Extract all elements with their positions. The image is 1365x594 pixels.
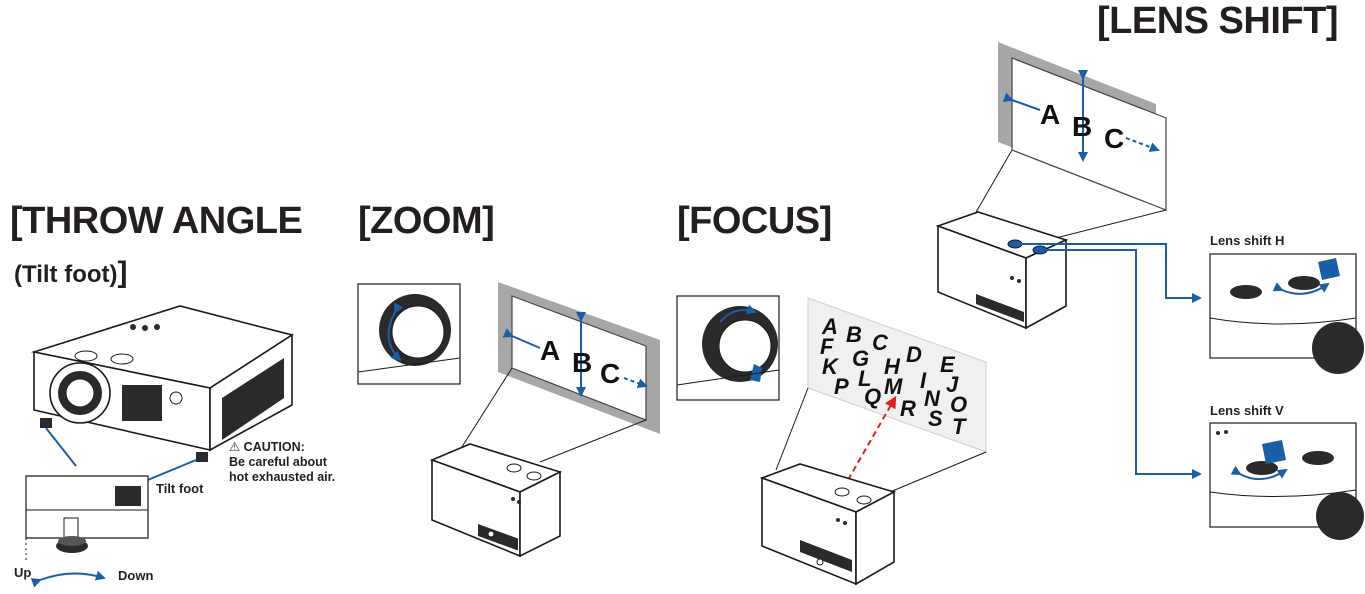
up-down-arrow-icon <box>30 570 106 588</box>
zoom-screen-letter-a: A <box>540 335 560 366</box>
caution-line-1: ⚠ CAUTION: <box>229 440 305 454</box>
caution-note: ⚠ CAUTION: Be careful about hot exhauste… <box>229 440 335 485</box>
focus-title: [FOCUS] <box>677 200 832 242</box>
lens-shift-letter-a: A <box>1040 99 1060 130</box>
lens-shift-h-closeup <box>1209 253 1364 374</box>
caution-line-3: hot exhausted air. <box>229 470 336 484</box>
focus-letter-t: T <box>952 414 967 439</box>
focus-lens-closeup <box>676 295 780 401</box>
focus-chart-letters: A B C D E F G H I J K L M N O P Q R S T <box>820 314 967 439</box>
tilt-foot-label: Tilt foot <box>156 481 204 496</box>
lens-shift-letter-c: C <box>1104 123 1124 154</box>
lens-shift-v-closeup <box>1209 422 1364 540</box>
focus-letter-n: N <box>924 386 941 411</box>
projector-large-illustration <box>30 305 294 462</box>
focus-letter-o: O <box>950 392 967 417</box>
up-label: Up <box>14 565 32 580</box>
focus-letter-j: J <box>946 372 959 397</box>
down-label: Down <box>118 568 154 583</box>
focus-letter-r: R <box>900 396 916 421</box>
zoom-lens-closeup <box>357 283 461 385</box>
focus-letter-f: F <box>820 334 834 359</box>
focus-letter-l: L <box>858 366 871 391</box>
focus-letter-m: M <box>884 374 903 399</box>
focus-letter-g: G <box>852 346 869 371</box>
lens-shift-letter-b: B <box>1072 111 1092 142</box>
focus-letter-c: C <box>872 330 889 355</box>
tilt-foot-paren: (Tilt foot) <box>14 261 118 288</box>
zoom-title: [ZOOM] <box>358 200 495 242</box>
lens-shift-h-label: Lens shift H <box>1210 233 1285 248</box>
tilt-foot-subtitle: (Tilt foot)] <box>14 256 127 290</box>
projector-focus-illustration <box>759 463 897 586</box>
projector-zoom-illustration <box>429 443 563 558</box>
focus-red-arrow <box>847 395 897 481</box>
zoom-left-arrow <box>502 328 541 349</box>
throw-angle-close-bracket: ] <box>117 256 128 289</box>
focus-letter-a: A <box>821 314 838 339</box>
tilt-foot-closeup <box>25 475 149 560</box>
lens-shift-title: [LENS SHIFT] <box>1097 0 1338 42</box>
zoom-right-arrow <box>623 377 648 388</box>
projector-lens-shift-illustration <box>935 211 1069 330</box>
lens-shift-h-connector <box>1015 243 1202 303</box>
caution-line-2: Be careful about <box>229 455 327 469</box>
tilt-foot-callout-line <box>45 427 77 467</box>
zoom-screen-letter-c: C <box>600 358 620 389</box>
zoom-screen-letter-b: B <box>572 347 592 378</box>
focus-letter-s: S <box>928 406 943 431</box>
focus-letter-e: E <box>940 352 956 377</box>
lens-shift-right-arrow <box>1125 137 1160 152</box>
focus-letter-h: H <box>884 354 901 379</box>
focus-letter-p: P <box>834 374 849 399</box>
focus-letter-k: K <box>822 354 840 379</box>
lens-shift-v-label: Lens shift V <box>1210 403 1284 418</box>
focus-letter-d: D <box>906 342 922 367</box>
focus-letter-q: Q <box>864 384 881 409</box>
focus-letter-i: I <box>920 368 927 393</box>
throw-angle-title: [THROW ANGLE <box>10 200 303 242</box>
lens-shift-v-connector <box>1040 249 1202 479</box>
lens-shift-left-arrow <box>1002 92 1041 111</box>
focus-letter-b: B <box>846 322 862 347</box>
